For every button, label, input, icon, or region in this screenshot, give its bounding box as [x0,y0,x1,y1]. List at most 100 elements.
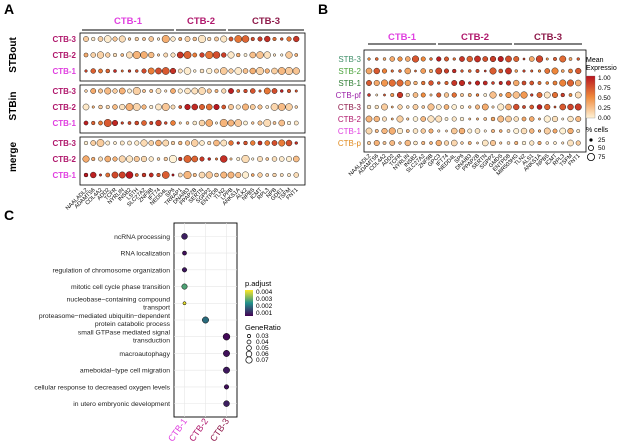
panel-a-dot [229,157,233,161]
legend-padjust-tick: 0.001 [256,310,273,317]
panel-a-dot [140,139,148,147]
legend-mean-tick: 1.00 [598,75,611,82]
panel-a-headers: CTB-1 CTB-2 CTB-3 [82,16,304,31]
panel-b-dot [365,127,373,135]
panel-a-dot [120,53,124,57]
panel-b-dot [543,127,551,135]
panel-b-dot [537,141,542,145]
panel-label-b: B [318,1,328,17]
panel-a-frame-stbout [79,32,306,82]
panel-a-dot [213,139,220,147]
panel-a: CTB-1 CTB-2 CTB-3 STBout STBin merge CTB… [8,16,306,212]
panel-b-dot [429,141,433,145]
panel-a-dot [148,140,154,146]
panel-b-dot [529,104,535,110]
panel-b-dot [529,140,535,146]
panel-a-dot [91,36,96,42]
panel-a-dot [176,51,184,59]
legend-generatio-dot [245,356,253,364]
panel-b-headers: CTB-1 CTB-2 CTB-3 [368,32,582,45]
panel-a-dot [178,121,182,125]
panel-b-dot [397,56,403,62]
panel-b-dot [497,115,505,123]
panel-b-dot [374,104,379,110]
panel-b-dot [436,92,442,98]
panel-b-dot [506,129,511,133]
panel-c-point [222,333,231,341]
panel-a-dot [141,104,147,110]
panel-b-dot [452,57,456,61]
panel-a-dot [192,52,198,58]
panel-b-dot [568,68,573,74]
panel-a-dot [215,157,218,161]
panel-b-row-label: STB-1 [338,79,361,88]
panel-a-dot [242,68,249,74]
panel-a-dot [103,119,112,127]
panel-a-dot [280,89,284,93]
panel-a-dot [134,173,139,177]
panel-b-dot [396,79,404,87]
panel-b-dot [397,104,403,110]
panel-a-dot [104,155,111,163]
panel-a-dot [280,53,284,57]
panel-b-dot [427,103,435,111]
panel-a-dot [191,155,199,163]
panel-a-dot [83,140,89,146]
panel-b-header-ctb3: CTB-3 [534,32,562,43]
panel-b-dot [412,92,419,98]
panel-a-dot [214,36,219,42]
panel-b-dot [567,139,574,147]
panel-a-dot [191,87,199,95]
panel-a-dot [96,51,105,59]
panel-a-dot [241,154,250,163]
panel-a-dot [193,69,197,73]
panel-a-dot [251,121,255,125]
panel-b-dot [468,81,472,85]
panel-b-dot [414,69,417,73]
panel-a-dot [148,51,155,59]
panel-b-dot [367,93,371,97]
panel-a-dot [142,37,146,41]
panel-a-dot [164,89,168,93]
panel-a-dot [119,140,125,146]
panel-b-dot [567,115,574,123]
panel-a-row-label: CTB-2 [52,51,76,60]
panel-b-dot [390,93,395,97]
panel-a-dot [243,120,248,126]
panel-b-dot [521,140,527,146]
panel-a-dot [191,139,199,147]
panel-a-dot [214,68,219,74]
panel-b-dot [537,69,542,73]
panel-c-x-label: CTB-2 [187,416,210,443]
panel-b-row-labels: STB-3 STB-2 STB-1 CTB-pf CTB-3 CTB-2 CTB… [336,55,362,148]
panel-b-dot [490,140,496,146]
panel-a-dot [157,53,160,57]
panel-b-dot [537,81,542,85]
panel-b-dot [365,67,373,75]
panel-b-dot [459,80,465,86]
panel-b-dot [467,128,473,134]
section-label-stbout: STBout [8,37,19,73]
panel-a-dot [185,121,190,125]
panel-b-dot [522,105,526,109]
panel-a-dot [199,52,205,58]
panel-b-dot [551,115,559,123]
panel-b-dot [390,69,394,73]
panel-a-dot [98,156,103,162]
panel-a-dot [205,119,213,127]
panel-b-dot [567,103,574,111]
panel-a-dot [132,103,141,111]
panel-b-dot [529,128,535,134]
panel-b-dot [475,69,480,73]
panel-b-dot [559,79,567,87]
panel-a-dot [294,89,298,93]
panel-c-point [223,384,230,390]
panel-b-dot [551,67,559,75]
panel-label-c: C [4,207,14,223]
panel-a-dot [271,67,278,75]
panel-b-dot [561,69,565,73]
panel-b-dot [567,127,574,135]
panel-a-dot [98,104,103,110]
